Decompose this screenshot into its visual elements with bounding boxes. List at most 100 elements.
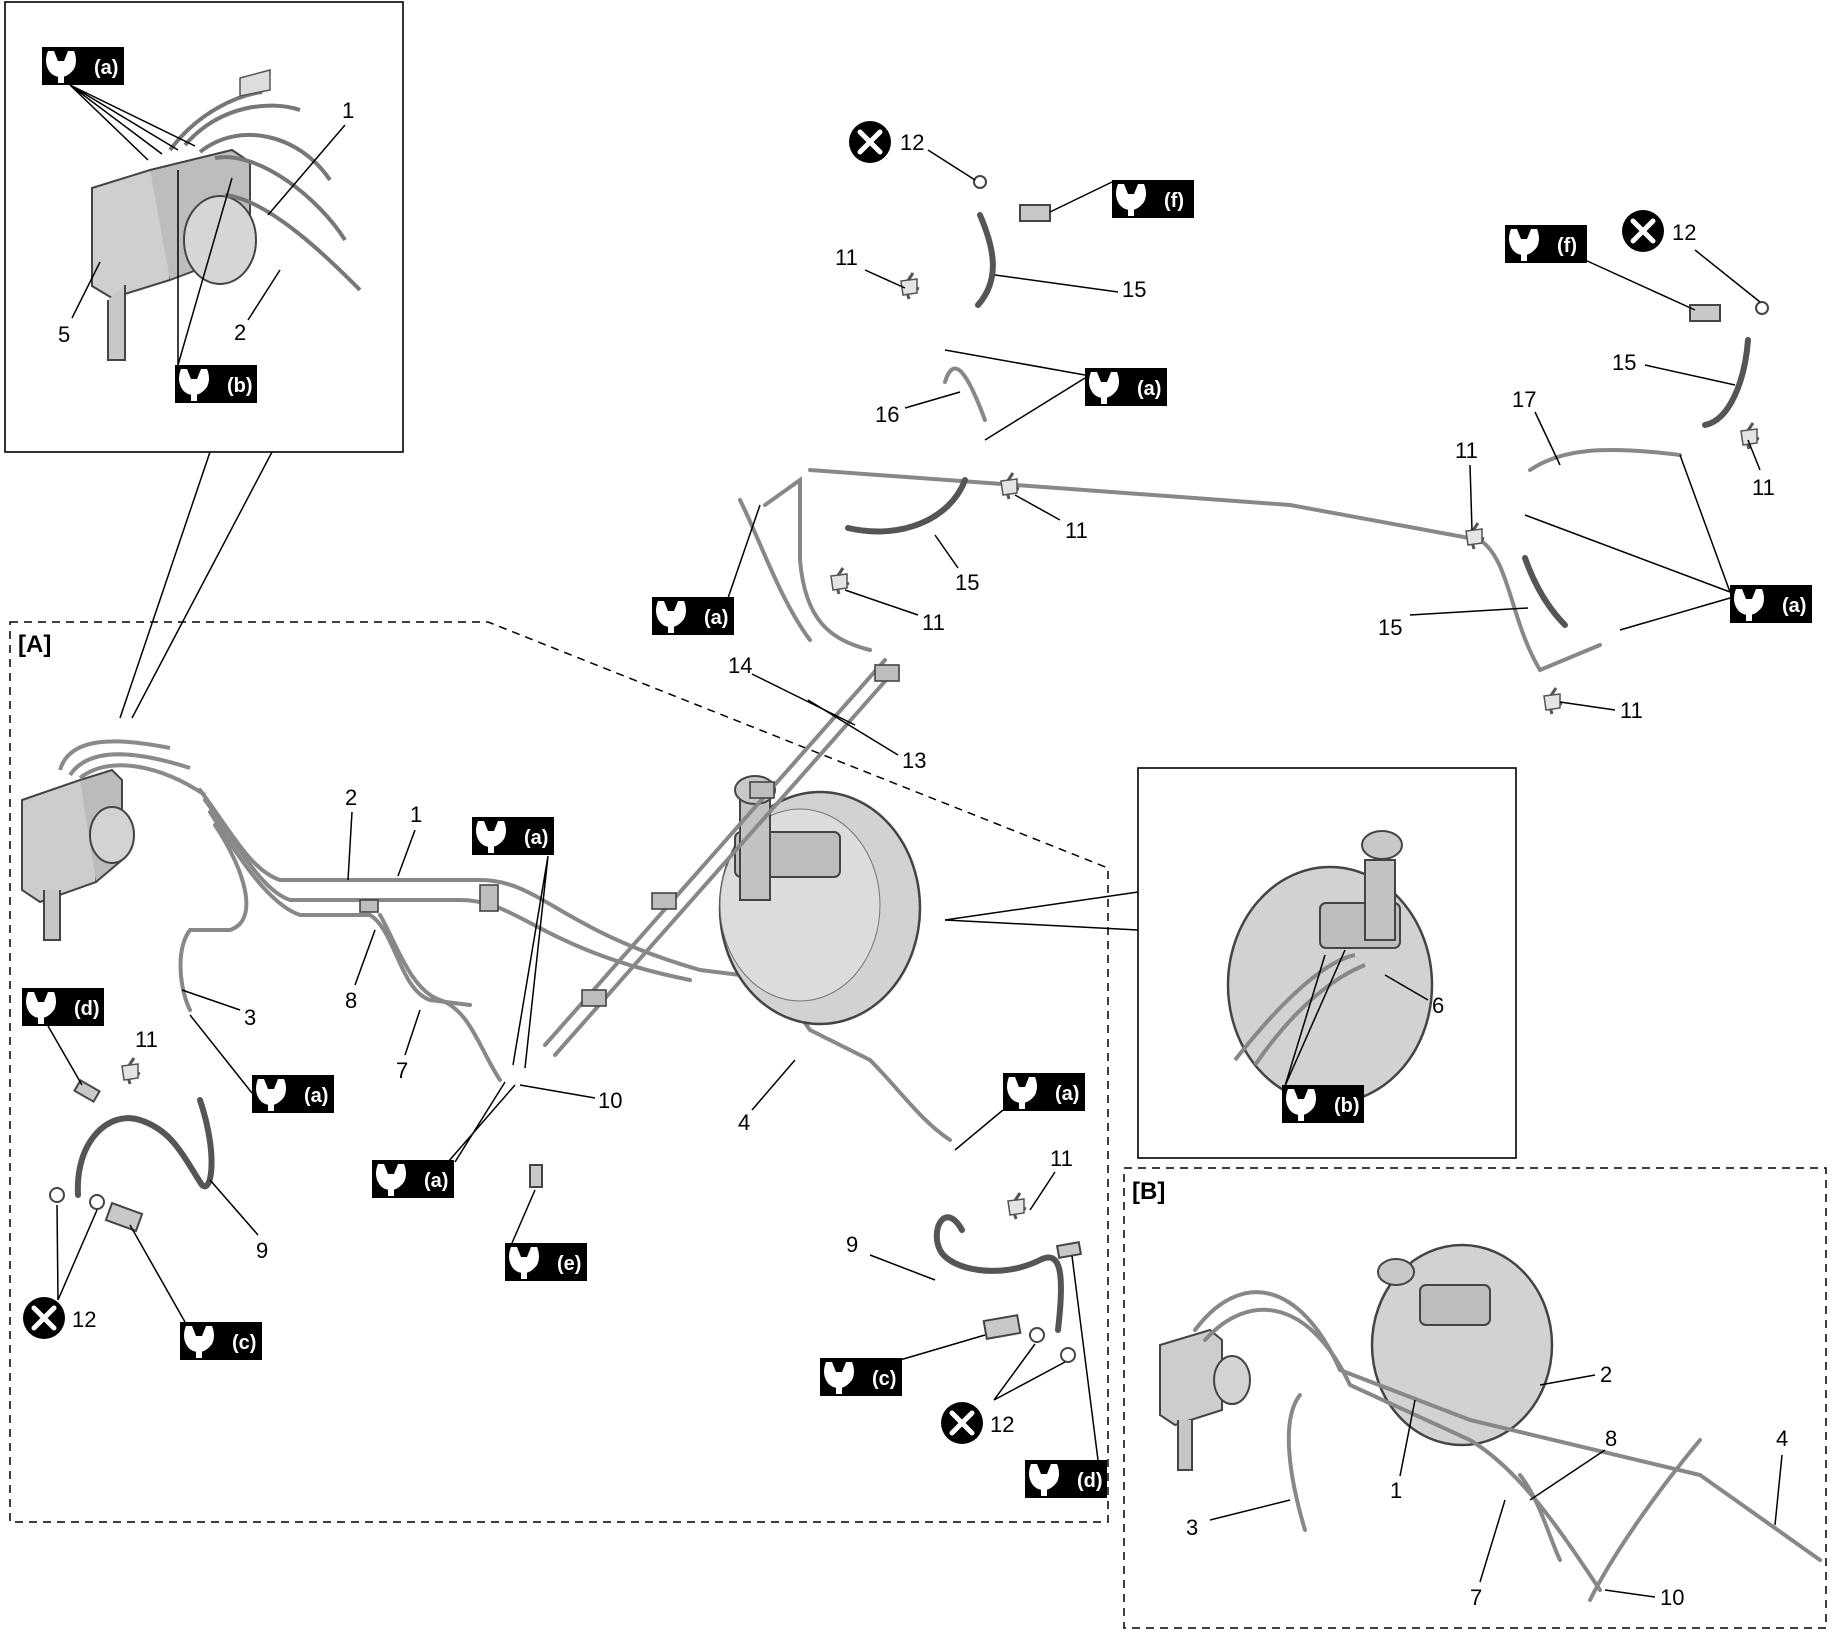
callout-7: 7 bbox=[1470, 1585, 1482, 1610]
flex-hose-15 bbox=[845, 212, 1751, 628]
svg-text:(a): (a) bbox=[304, 1085, 328, 1107]
callout-4: 4 bbox=[1776, 1426, 1788, 1451]
callout-1: 1 bbox=[410, 802, 422, 827]
callout-13: 13 bbox=[902, 748, 926, 773]
callout-11: 11 bbox=[1065, 518, 1088, 543]
svg-text:(b): (b) bbox=[227, 375, 253, 397]
brake-booster-a bbox=[718, 775, 922, 1026]
callout-12: 12 bbox=[1672, 220, 1696, 245]
do-not-reuse-12 bbox=[1622, 210, 1664, 252]
view-a: [A] bbox=[9, 621, 1109, 1523]
wrench-badge-a: (a) bbox=[1730, 585, 1812, 623]
callout-4: 4 bbox=[738, 1110, 750, 1135]
svg-text:(c): (c) bbox=[232, 1332, 256, 1354]
callout-9: 9 bbox=[256, 1238, 268, 1263]
wrench-badge-a: (a) bbox=[472, 817, 554, 855]
wrench-badge-a: (a) bbox=[372, 1160, 454, 1198]
callout-8: 8 bbox=[1605, 1426, 1617, 1451]
callout-15: 15 bbox=[1122, 277, 1146, 302]
wrench-badge-c: (c) bbox=[820, 1358, 902, 1396]
svg-text:(e): (e) bbox=[557, 1253, 581, 1275]
clip-11-b bbox=[1006, 1191, 1028, 1221]
callout-11: 11 bbox=[1620, 698, 1643, 723]
callout-11: 11 bbox=[835, 245, 858, 270]
union-bolt-c-left bbox=[104, 1201, 144, 1233]
clip-11-a bbox=[120, 1056, 142, 1086]
svg-text:(d): (d) bbox=[74, 998, 100, 1020]
clip-11 bbox=[899, 271, 921, 301]
callout-14: 14 bbox=[728, 653, 752, 678]
callout-9: 9 bbox=[846, 1232, 858, 1257]
rear-brake-section: 12 (f) 11 15 (a) 16 11 15 (a) 11 (f) bbox=[652, 121, 1812, 723]
callout-5: 5 bbox=[58, 322, 70, 347]
callout-11: 11 bbox=[1455, 438, 1478, 463]
callout-12: 12 bbox=[72, 1307, 96, 1332]
wrench-badge-d: (d) bbox=[1025, 1460, 1107, 1498]
callout-17: 17 bbox=[1512, 387, 1536, 412]
callout-2: 2 bbox=[1600, 1362, 1612, 1387]
wrench-badge-a: (a) bbox=[252, 1075, 334, 1113]
flex-hose-9-right bbox=[933, 1214, 1064, 1333]
svg-text:(a): (a) bbox=[94, 57, 118, 79]
callout-1: 1 bbox=[1390, 1478, 1402, 1503]
flex-hose-9-left bbox=[74, 1097, 215, 1198]
view-b-label: [B] bbox=[1132, 1178, 1165, 1205]
rear-pipes-13-14 bbox=[543, 658, 897, 1057]
svg-text:(f): (f) bbox=[1164, 190, 1184, 212]
callout-2: 2 bbox=[345, 785, 357, 810]
callout-12: 12 bbox=[900, 130, 924, 155]
callout-3: 3 bbox=[244, 1005, 256, 1030]
callout-1: 1 bbox=[342, 98, 354, 123]
callout-11: 11 bbox=[135, 1027, 158, 1052]
wrench-badge-b: (b) bbox=[1282, 1085, 1364, 1123]
svg-text:(d): (d) bbox=[1077, 1470, 1103, 1492]
wrench-badge-e: (e) bbox=[505, 1243, 587, 1281]
wrench-badge-f: (f) bbox=[1505, 225, 1587, 263]
svg-text:(a): (a) bbox=[1137, 378, 1161, 400]
callout-11: 11 bbox=[922, 610, 945, 635]
callout-12: 12 bbox=[990, 1412, 1014, 1437]
svg-text:(a): (a) bbox=[424, 1170, 448, 1192]
union-bolts-f bbox=[1019, 204, 1721, 322]
wrench-badge-c: (c) bbox=[180, 1322, 262, 1360]
svg-text:(a): (a) bbox=[524, 827, 548, 849]
do-not-reuse-12 bbox=[849, 121, 891, 163]
callout-7: 7 bbox=[396, 1058, 408, 1083]
union-bolt-c-right bbox=[982, 1314, 1022, 1340]
callout-15: 15 bbox=[955, 570, 979, 595]
abs-inset-box: (a) (b) 1 2 5 bbox=[4, 1, 404, 719]
callout-11: 11 bbox=[1752, 475, 1775, 500]
clip-11 bbox=[1542, 686, 1564, 716]
gaskets-12-rear bbox=[973, 175, 1769, 315]
callout-10: 10 bbox=[1660, 1585, 1684, 1610]
callout-3: 3 bbox=[1186, 1515, 1198, 1540]
callout-11: 11 bbox=[1050, 1146, 1073, 1171]
pipe-clamps-a bbox=[359, 664, 900, 1007]
svg-text:(a): (a) bbox=[1055, 1083, 1079, 1105]
callout-10: 10 bbox=[598, 1088, 622, 1113]
gaskets-12 bbox=[49, 1187, 1076, 1363]
abs-unit-inset bbox=[91, 69, 362, 361]
callout-16: 16 bbox=[875, 402, 899, 427]
bolts-d bbox=[73, 1078, 1083, 1259]
callout-15: 15 bbox=[1378, 615, 1402, 640]
wrench-badge-a: (a) bbox=[1003, 1073, 1085, 1111]
callout-6: 6 bbox=[1432, 993, 1444, 1018]
wrench-badge-a: (a) bbox=[652, 597, 734, 635]
do-not-reuse-12-left bbox=[23, 1297, 65, 1339]
view-a-label: [A] bbox=[18, 631, 51, 658]
wrench-badge-a: (a) bbox=[42, 47, 124, 85]
callout-8: 8 bbox=[345, 988, 357, 1013]
callout-2: 2 bbox=[234, 320, 246, 345]
view-b: [B] 2 8 4 1 3 7 10 bbox=[1123, 1167, 1827, 1629]
wrench-badge-b: (b) bbox=[175, 365, 257, 403]
abs-unit bbox=[21, 739, 207, 941]
svg-text:(b): (b) bbox=[1334, 1095, 1360, 1117]
svg-text:(f): (f) bbox=[1557, 235, 1577, 257]
svg-text:(a): (a) bbox=[704, 607, 728, 629]
clip-11 bbox=[1464, 521, 1486, 551]
master-cylinder-inset: 6 (b) bbox=[944, 767, 1517, 1159]
svg-text:(c): (c) bbox=[872, 1368, 896, 1390]
wrench-badge-f: (f) bbox=[1112, 180, 1194, 218]
